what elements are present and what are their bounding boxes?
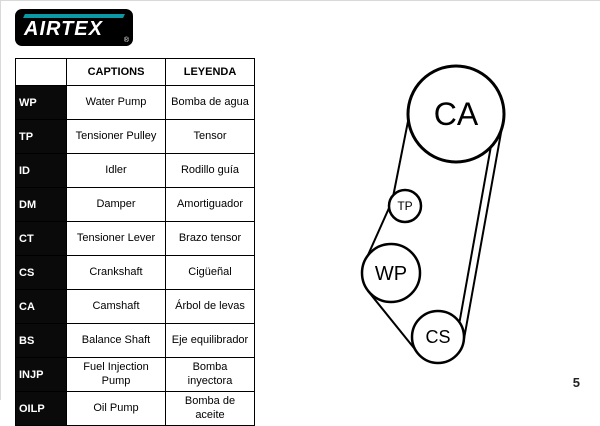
header-row: CAPTIONS LEYENDA: [15, 58, 255, 86]
caption-cell: Oil Pump: [66, 391, 166, 426]
header-leyenda: LEYENDA: [165, 58, 255, 86]
leyenda-cell: Bomba de agua: [165, 85, 255, 120]
abbr-cell: DM: [15, 187, 67, 222]
caption-cell: Fuel Injection Pump: [66, 357, 166, 392]
header-abbr: [15, 58, 67, 86]
belt-lines: [363, 95, 505, 354]
abbr-cell: INJP: [15, 357, 67, 392]
caption-cell: Water Pump: [66, 85, 166, 120]
caption-cell: Tensioner Lever: [66, 221, 166, 256]
abbr-cell: ID: [15, 153, 67, 188]
leyenda-cell: Tensor: [165, 119, 255, 154]
abbr-cell: CS: [15, 255, 67, 290]
pulley-camshaft: CA: [406, 64, 506, 164]
leyenda-cell: Rodillo guía: [165, 153, 255, 188]
caption-cell: Idler: [66, 153, 166, 188]
page-number: 5: [572, 375, 580, 390]
header-captions: CAPTIONS: [66, 58, 166, 86]
pulley-label-ca: CA: [434, 96, 479, 132]
legend-table-header: CAPTIONS LEYENDA: [15, 58, 255, 86]
pulley-label-cs: CS: [425, 327, 450, 347]
leyenda-cell: Eje equilibrador: [165, 323, 255, 358]
pulley-label-tp: TP: [397, 199, 412, 213]
leyenda-cell: Amortiguador: [165, 187, 255, 222]
leyenda-cell: Bomba de aceite: [165, 391, 255, 426]
leyenda-cell: Árbol de levas: [165, 289, 255, 324]
pulley-tensioner: TP: [387, 188, 423, 224]
abbr-cell: CA: [15, 289, 67, 324]
timing-belt-diagram: CA TP WP CS: [360, 64, 506, 365]
abbr-cell: CT: [15, 221, 67, 256]
abbr-cell: BS: [15, 323, 67, 358]
logo-brand-text: AIRTEX: [24, 18, 103, 40]
caption-cell: Balance Shaft: [66, 323, 166, 358]
abbr-cell: WP: [15, 85, 67, 120]
abbr-cell: OILP: [15, 391, 67, 426]
caption-cell: Damper: [66, 187, 166, 222]
pulley-label-wp: WP: [375, 263, 407, 285]
leyenda-cell: Bomba inyectora: [165, 357, 255, 392]
caption-cell: Tensioner Pulley: [66, 119, 166, 154]
pulley-crankshaft: CS: [410, 309, 466, 365]
leyenda-cell: Cigüeñal: [165, 255, 255, 290]
pulley-water-pump: WP: [360, 242, 422, 304]
leyenda-cell: Brazo tensor: [165, 221, 255, 256]
caption-cell: Crankshaft: [66, 255, 166, 290]
airtex-logo: AIRTEX ®: [15, 9, 133, 46]
registered-trademark-symbol: ®: [123, 37, 129, 44]
caption-cell: Camshaft: [66, 289, 166, 324]
abbr-cell: TP: [15, 119, 67, 154]
